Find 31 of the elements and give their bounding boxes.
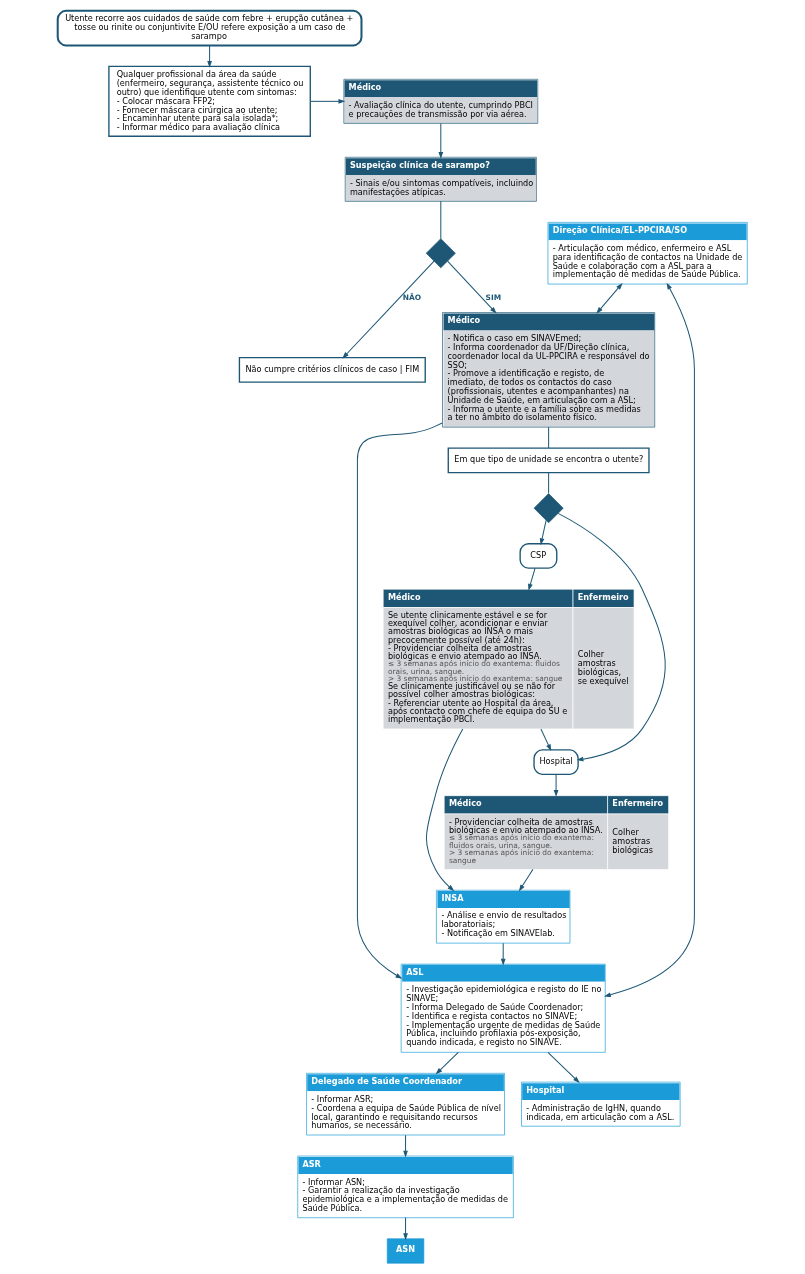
connector <box>440 200 442 240</box>
node-box: Hospital <box>533 749 579 775</box>
node-box: Utente recorre aos cuidados de saúde com febre + erupção cutânea + tosse ou rinite ou conjuntivite E/OU refere exposição a um caso de sarampo <box>56 9 363 47</box>
node-box: CSP <box>519 543 558 569</box>
node-box: Em que tipo de unidade se encontra o utente? <box>447 447 650 474</box>
node-box: Não cumpre critérios clínicos de caso | FIM <box>238 356 426 383</box>
arrow <box>500 942 506 966</box>
arrow <box>309 98 346 104</box>
connector <box>548 426 550 449</box>
arrow <box>518 868 534 892</box>
node-box: ASN <box>386 1238 425 1264</box>
arrow <box>425 728 464 892</box>
arrow <box>207 44 212 68</box>
connector <box>548 472 550 494</box>
arrow <box>438 123 444 159</box>
arrow <box>403 1134 408 1158</box>
arrow <box>547 1051 580 1084</box>
arrow <box>435 1051 459 1075</box>
arrow <box>553 773 559 797</box>
node-diamond <box>425 238 456 269</box>
arrow <box>539 519 547 546</box>
arrow <box>447 260 497 314</box>
node-diamond <box>533 493 564 524</box>
arrow <box>596 283 623 314</box>
node-box: Qualquer profissional da área da saúde (enfermeiro, segurança, assistente técnico ou outro) que identifique utente com sintomas: - Colocar máscara FFP2; - Fornecer máscara cirúrgica ao utente; - Encaminhar utente para sala isolada*; - Informar médico para avaliação clínica <box>108 65 311 137</box>
arrow <box>528 567 536 591</box>
arrow <box>540 728 552 752</box>
arrow <box>342 260 435 359</box>
arrow <box>356 422 443 979</box>
arrow <box>403 1217 408 1241</box>
arrow <box>557 512 666 762</box>
